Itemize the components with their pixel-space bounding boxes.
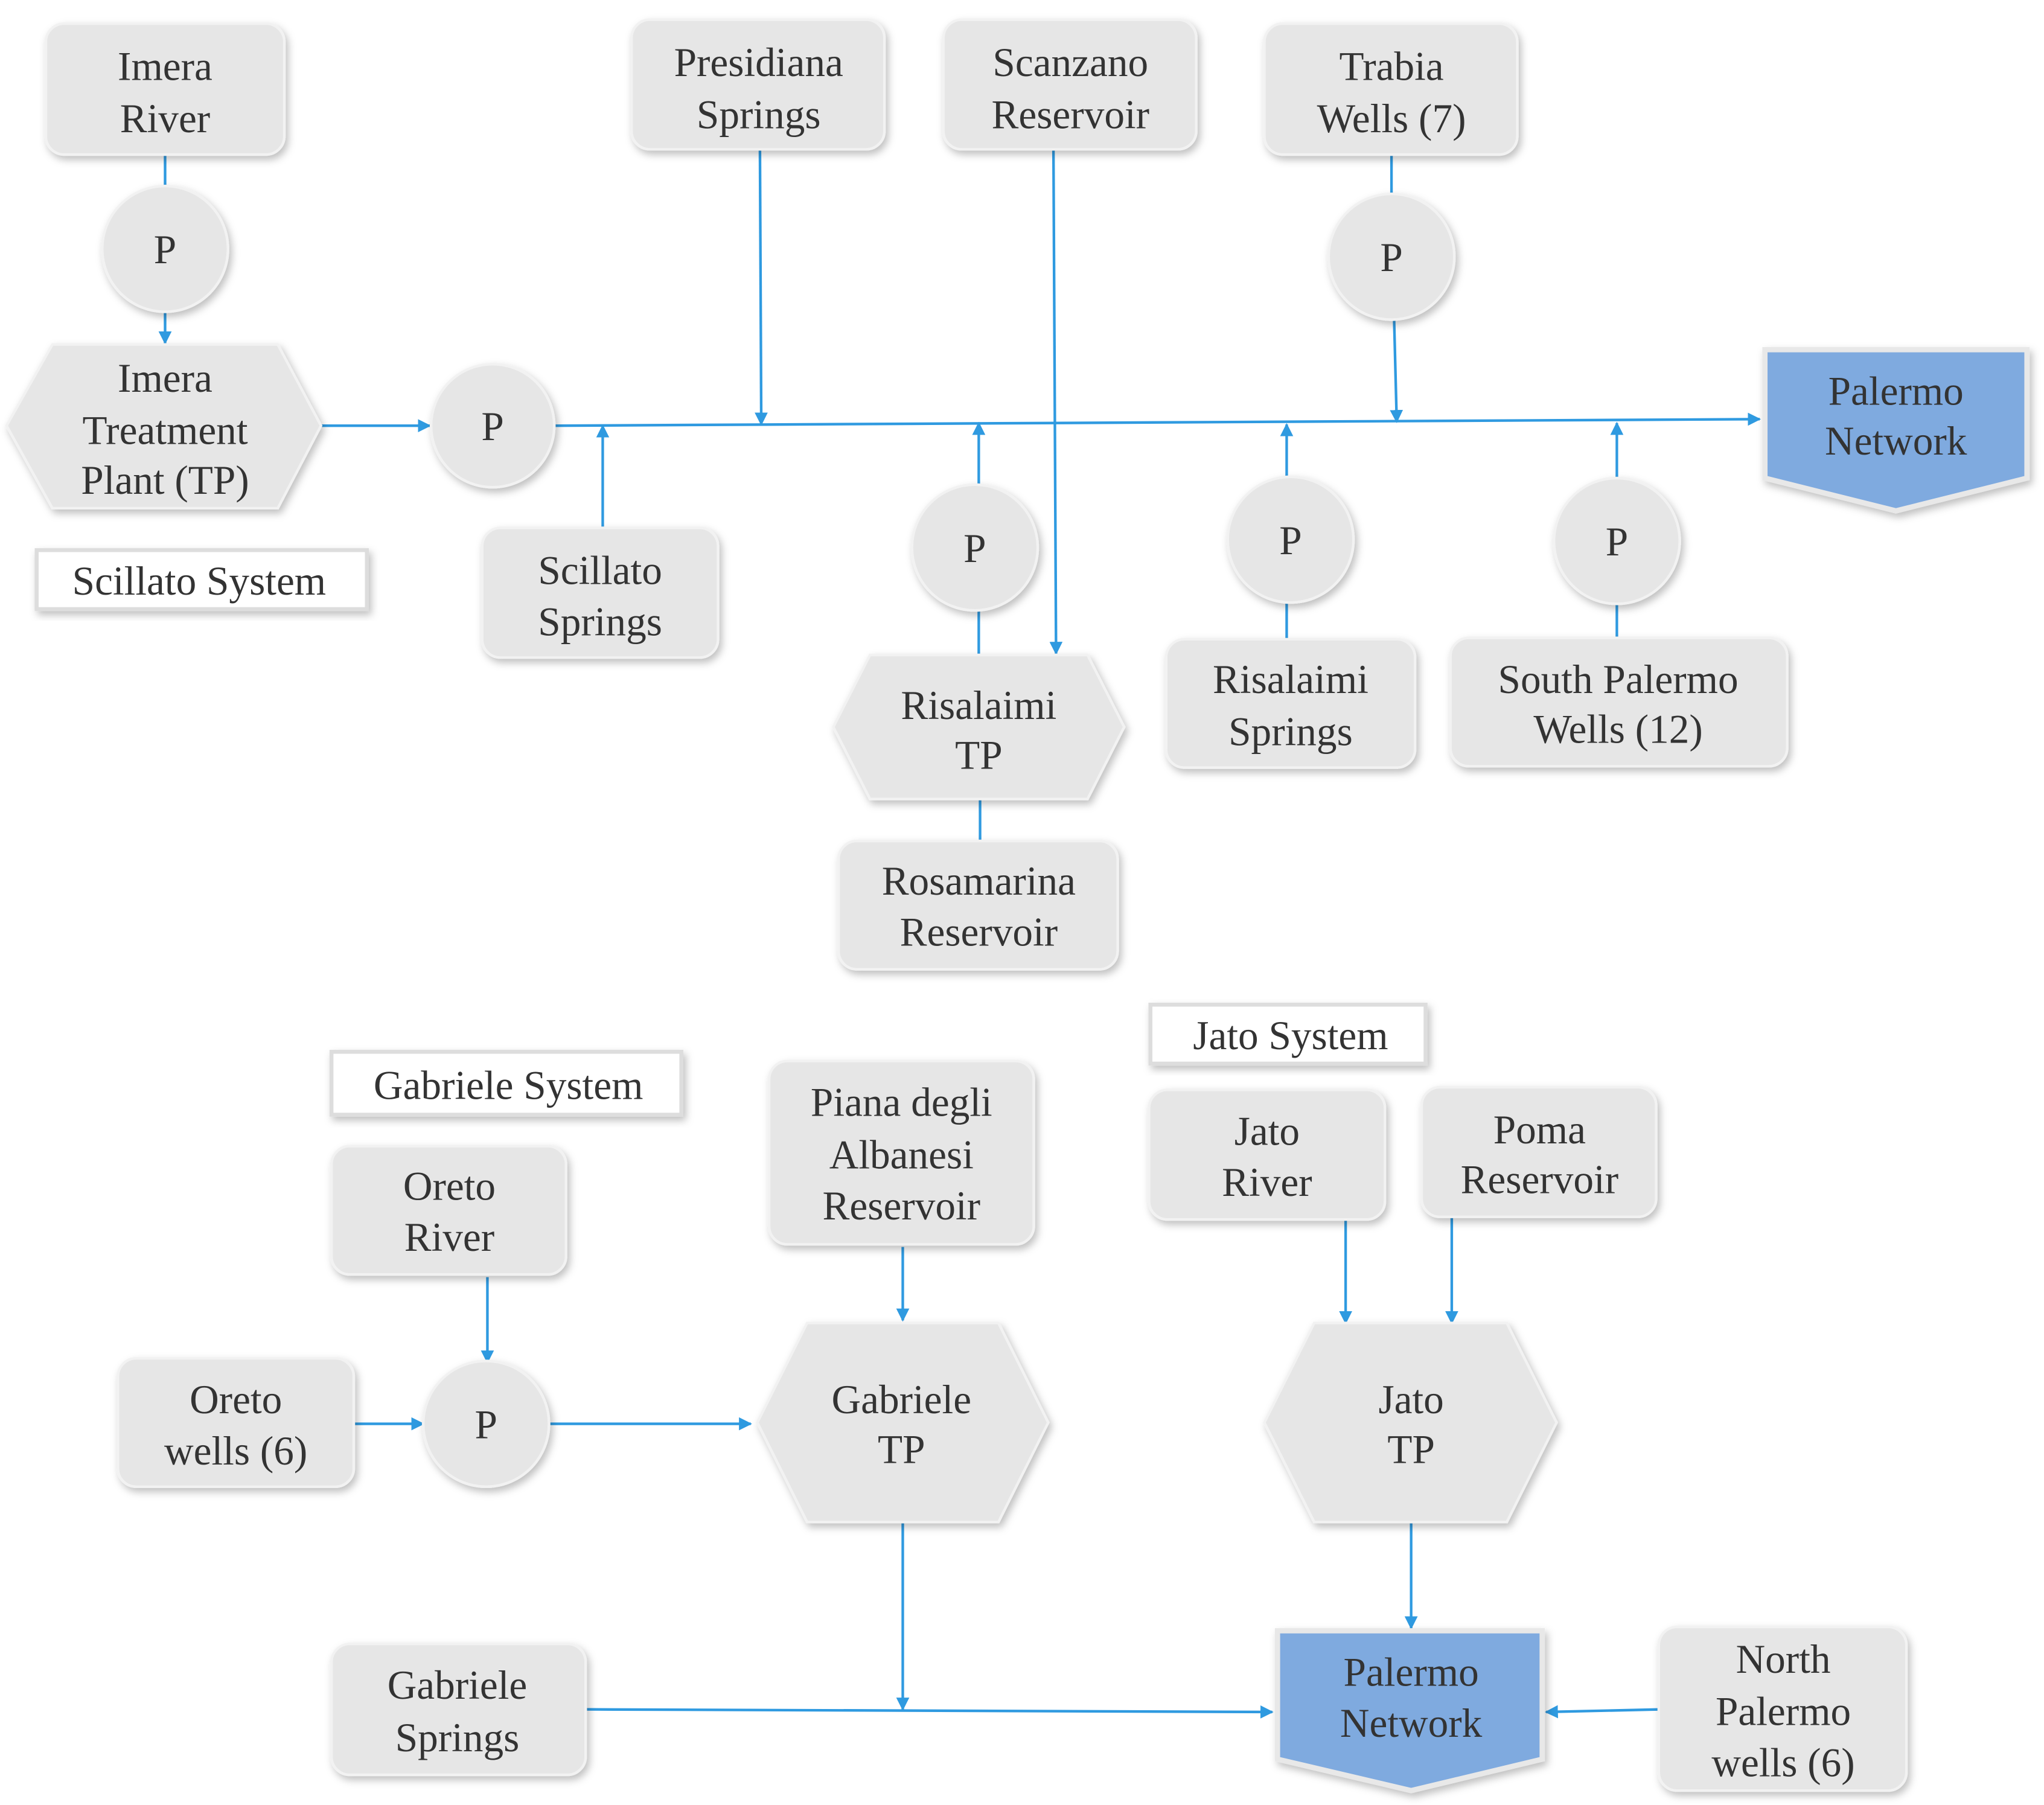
node-label-line: Rosamarina (882, 858, 1076, 904)
node-label-line: Springs (538, 599, 662, 644)
node-label-line: Jato (1378, 1377, 1443, 1422)
node-label-line: Reservoir (823, 1183, 981, 1228)
node-label-line: Imera (118, 43, 212, 89)
node-label-line: Trabia (1339, 43, 1443, 89)
node-label-line: Network (1340, 1701, 1483, 1746)
node-label-line: Scanzano (992, 40, 1148, 85)
node-label-line: Springs (1228, 709, 1353, 755)
system-label-text: Gabriele System (374, 1062, 644, 1108)
node-label-line: Reservoir (1461, 1157, 1619, 1203)
node-label-line: Palermo (1716, 1689, 1851, 1734)
node-label-line: Treatment (82, 408, 248, 453)
node-label-line: Oreto (190, 1377, 282, 1422)
node-label-line: wells (6) (164, 1428, 307, 1474)
pump-trabia: P (1327, 192, 1456, 321)
node-label-line: Palermo (1344, 1650, 1479, 1695)
pump-risalaimi-tp: P (910, 483, 1040, 612)
pump-oreto: P (421, 1359, 551, 1488)
edge (1049, 149, 1063, 655)
node-label-line: South Palermo (1498, 657, 1739, 702)
node-label-line: P (154, 227, 176, 272)
node-label-line: Gabriele (832, 1377, 972, 1422)
node-label-line: wells (6) (1711, 1740, 1854, 1785)
node-label-line: Springs (697, 92, 821, 138)
oreto-wells-node: Oreto wells (6) (117, 1356, 356, 1488)
node-label-line: Palermo (1828, 368, 1964, 414)
pump-imera: P (101, 184, 229, 313)
pump-risalaimi-springs: P (1226, 475, 1355, 604)
gabriele-system-label: Gabriele System (329, 1050, 683, 1117)
node-label-line: Wells (12) (1533, 706, 1702, 752)
node-label-line: Poma (1493, 1107, 1586, 1152)
pump-imera-tp: P (429, 363, 556, 489)
edge (755, 149, 768, 426)
node-label-line: Reservoir (992, 92, 1150, 138)
system-label-text: Scillato System (72, 558, 326, 604)
node-label-line: Presidiana (674, 40, 843, 85)
node-label-line: TP (955, 733, 1003, 778)
node-label-line: River (404, 1215, 494, 1260)
node-label-line: P (963, 526, 986, 571)
edge (586, 1705, 1274, 1719)
node-label-line: Risalaimi (901, 683, 1056, 728)
pumps: P P P P P P P (101, 184, 1681, 1488)
main-trunk-line (555, 412, 1761, 427)
node-label-line: River (120, 96, 210, 141)
node-label-line: Oreto (403, 1164, 496, 1209)
node-label-line: Imera (118, 356, 212, 401)
node-label-line: Risalaimi (1213, 657, 1369, 702)
node-label-line: Springs (395, 1715, 520, 1760)
node-label-line: Piana degli (811, 1080, 992, 1125)
node-label-line: P (475, 1402, 497, 1447)
node-label-line: Wells (7) (1317, 96, 1466, 141)
jato-system-label: Jato System (1148, 1002, 1428, 1066)
node-label-line: P (1380, 235, 1402, 280)
node-label-line: Network (1825, 418, 1967, 464)
edge (1545, 1705, 1662, 1719)
pump-south-palermo: P (1553, 476, 1681, 605)
node-label-line: TP (878, 1427, 925, 1472)
system-label-text: Jato System (1193, 1013, 1388, 1058)
node-label-line: Reservoir (900, 910, 1058, 955)
node-label-line: P (1279, 518, 1301, 563)
connections (158, 149, 1761, 1719)
scillato-system-label: Scillato System (34, 548, 369, 612)
node-label-line: North (1736, 1637, 1831, 1682)
node-label-line: P (1606, 519, 1628, 564)
node-label-line: P (481, 404, 503, 449)
edge (1390, 319, 1404, 423)
node-label-line: Scillato (538, 548, 662, 593)
node-label-line: River (1222, 1160, 1312, 1205)
node-label-line: Gabriele (388, 1663, 528, 1708)
node-label-line: TP (1387, 1427, 1435, 1472)
node-label-line: Jato (1234, 1108, 1300, 1154)
node-label-line: Plant (TP) (81, 458, 249, 503)
node-label-line: Albanesi (829, 1132, 974, 1177)
